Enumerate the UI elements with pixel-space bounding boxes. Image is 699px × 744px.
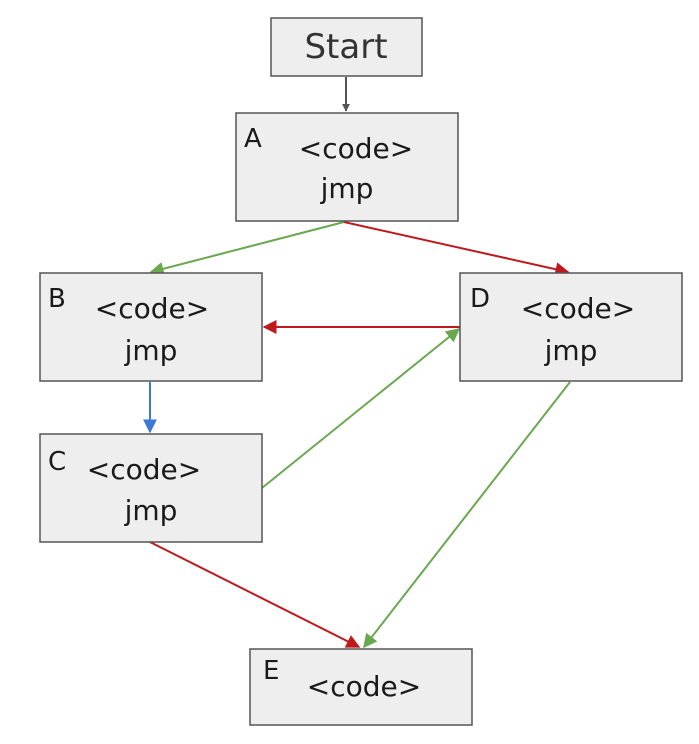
- edge-c-to-e: [149, 541, 361, 648]
- node-d-code: <code>: [521, 292, 635, 325]
- edge-a-to-b: [149, 221, 345, 276]
- node-e: E <code>: [249, 648, 473, 726]
- node-b-code: <code>: [95, 292, 209, 325]
- node-d: D <code> jmp: [459, 272, 683, 382]
- node-d-letter: D: [470, 284, 490, 314]
- start-label: Start: [304, 27, 387, 67]
- node-a: A <code> jmp: [235, 112, 459, 222]
- node-e-letter: E: [263, 656, 279, 686]
- node-d-jmp: jmp: [544, 334, 598, 367]
- node-b: B <code> jmp: [39, 272, 263, 382]
- node-c: C <code> jmp: [39, 433, 263, 543]
- start-node: Start: [270, 17, 423, 77]
- node-a-code: <code>: [299, 132, 413, 165]
- node-c-jmp: jmp: [124, 494, 178, 527]
- edge-d-to-e: [363, 381, 571, 649]
- edge-a-to-d: [343, 221, 570, 277]
- node-b-jmp: jmp: [124, 334, 178, 367]
- node-a-jmp: jmp: [320, 172, 374, 205]
- node-e-code: <code>: [307, 670, 421, 703]
- node-c-code: <code>: [87, 453, 201, 486]
- node-c-letter: C: [48, 447, 66, 477]
- node-a-letter: A: [244, 124, 262, 154]
- edge-c-to-d: [261, 328, 461, 489]
- node-b-letter: B: [48, 284, 66, 314]
